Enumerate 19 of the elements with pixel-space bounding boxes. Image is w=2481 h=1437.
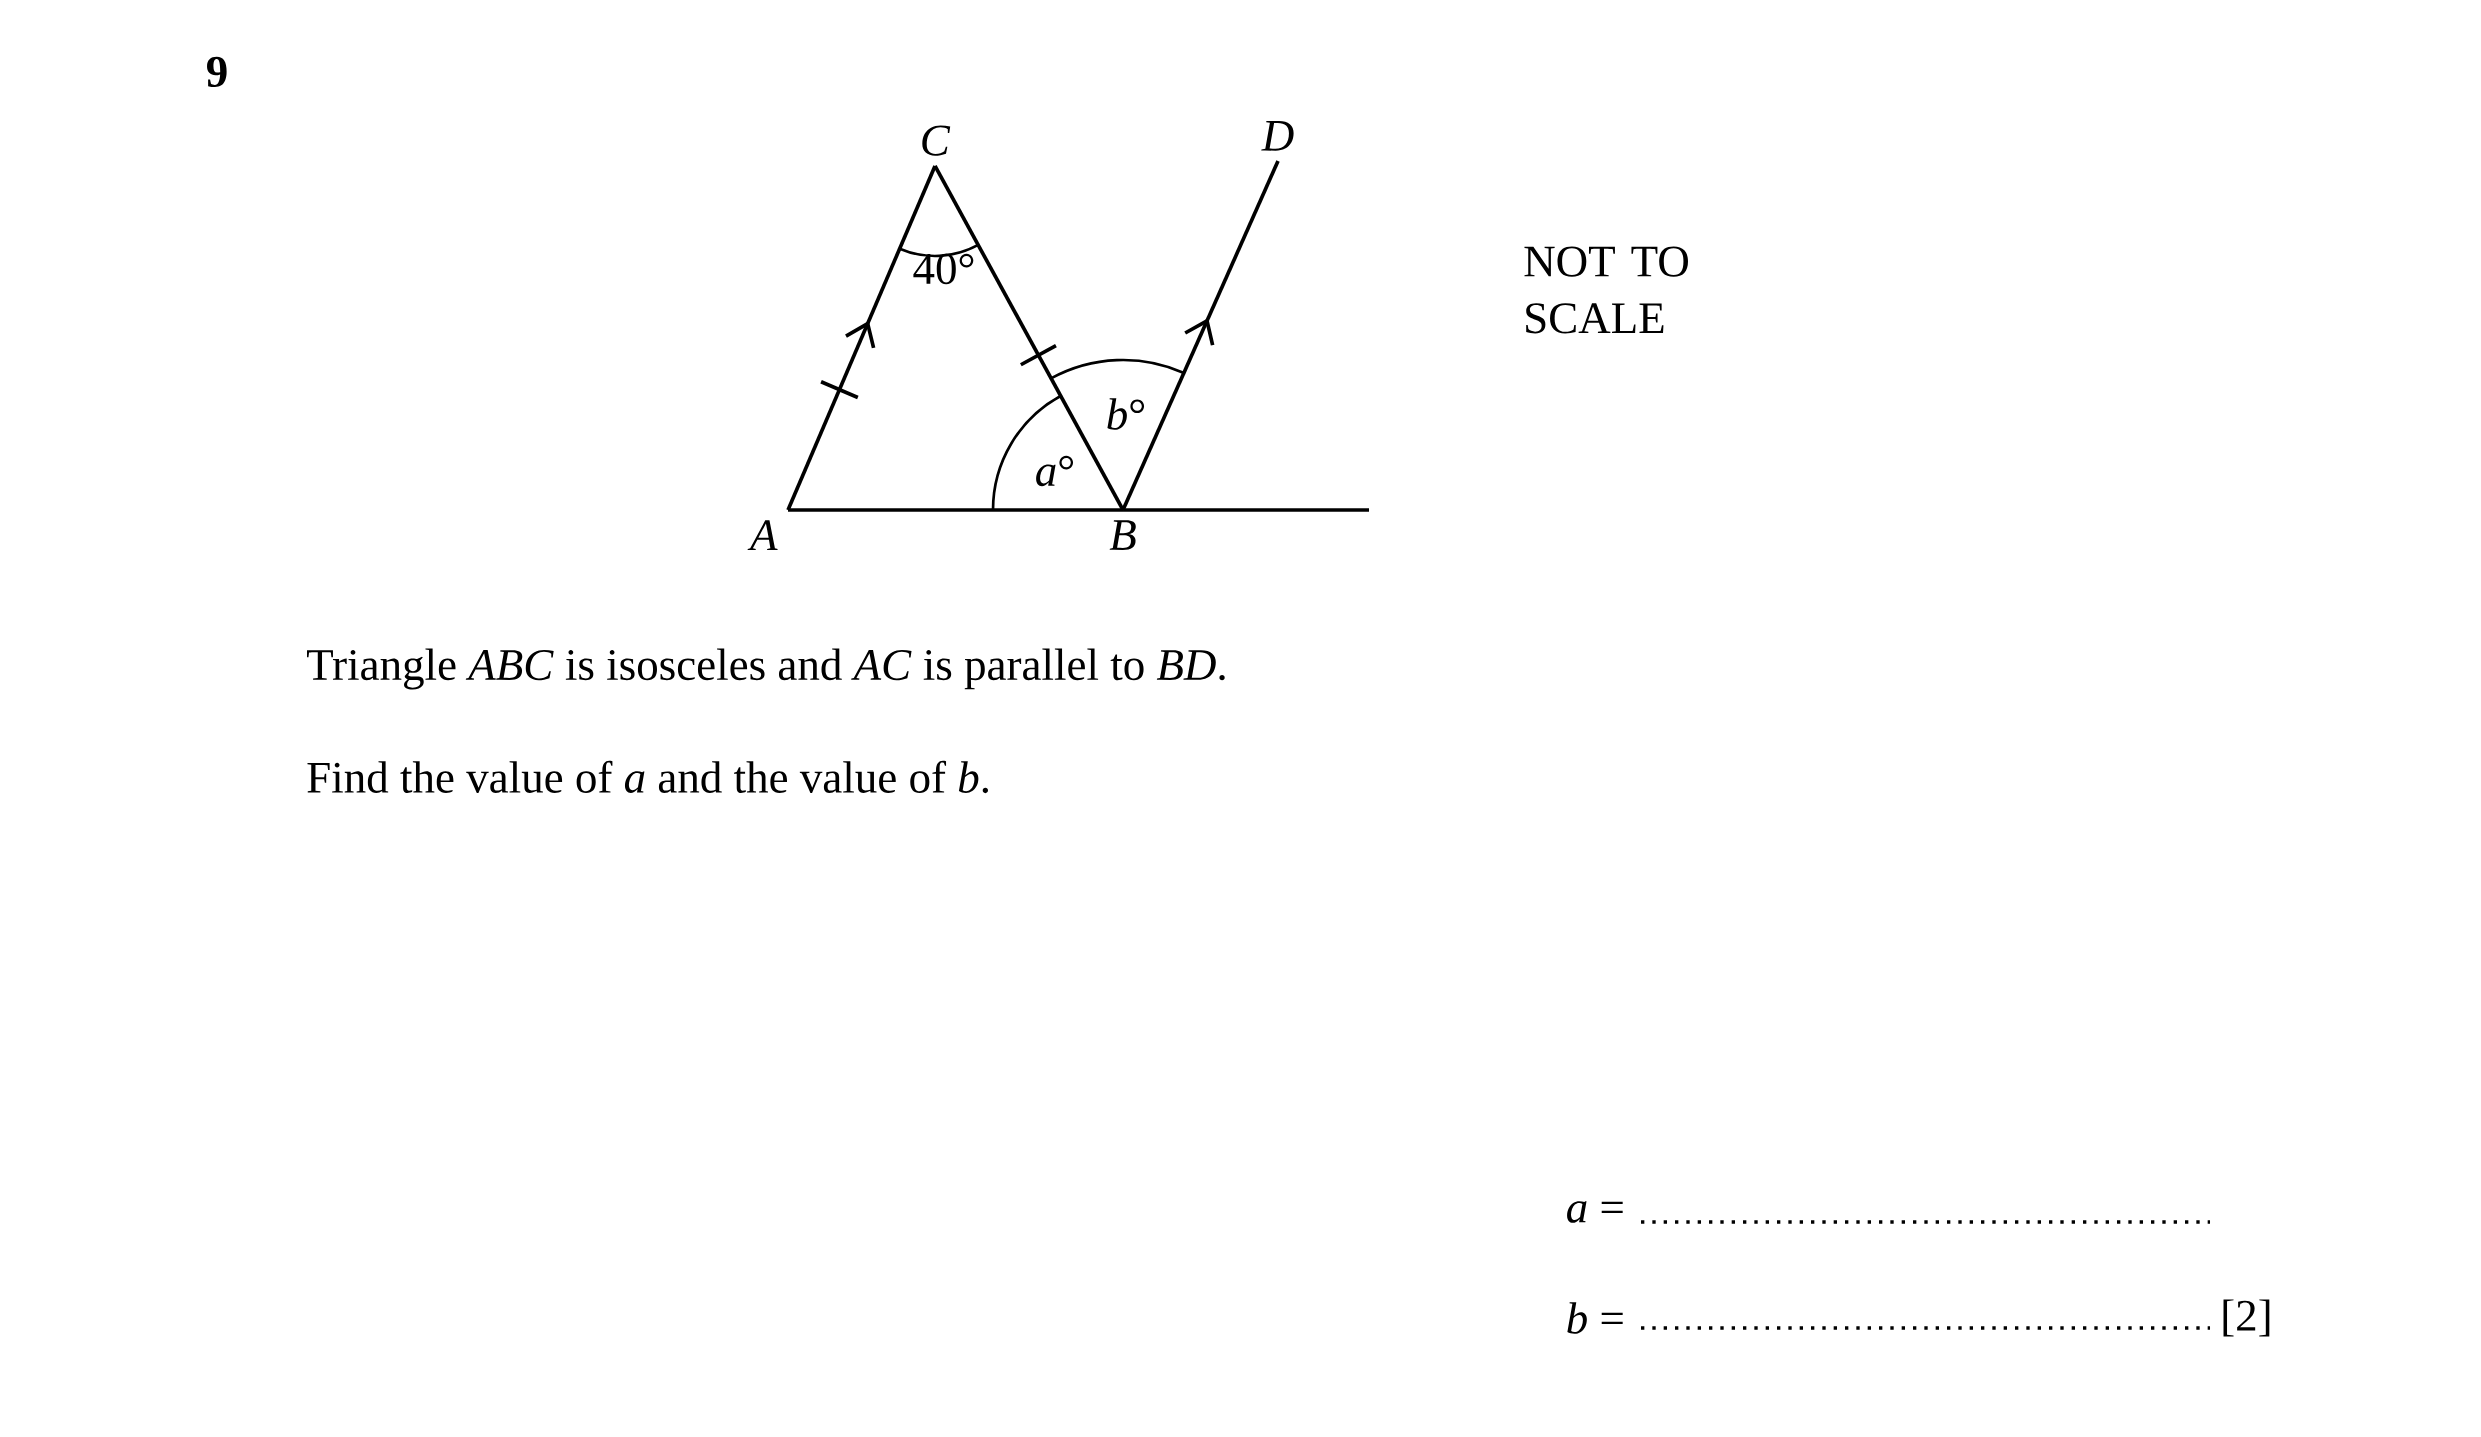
angle-label: 40° bbox=[913, 253, 974, 285]
note: NOT TO SCALE bbox=[1524, 246, 1688, 334]
question-number: 9 bbox=[207, 56, 227, 88]
question-text: Triangle ABC is isosceles and AC is parallel to BD. bbox=[307, 648, 1225, 690]
question-text: Find the value of a and the value of b. bbox=[307, 760, 988, 794]
line-segment bbox=[788, 508, 1123, 512]
answer-label: b = bbox=[1567, 1302, 1623, 1334]
vertex-point: C bbox=[922, 125, 951, 156]
mark-allocation: [2] bbox=[2223, 1299, 2270, 1337]
vertex-point: A bbox=[747, 520, 778, 551]
angle-label: b° bbox=[1107, 398, 1145, 430]
line-segment bbox=[1123, 508, 1369, 512]
line-segment bbox=[786, 165, 937, 511]
angle-label: a° bbox=[1036, 455, 1074, 487]
line-segment bbox=[933, 165, 1125, 511]
line-segment bbox=[1121, 160, 1280, 511]
vertex-point: D bbox=[1261, 121, 1294, 151]
vertex-point: B bbox=[1109, 520, 1136, 550]
answer-label: a = bbox=[1567, 1201, 1623, 1223]
